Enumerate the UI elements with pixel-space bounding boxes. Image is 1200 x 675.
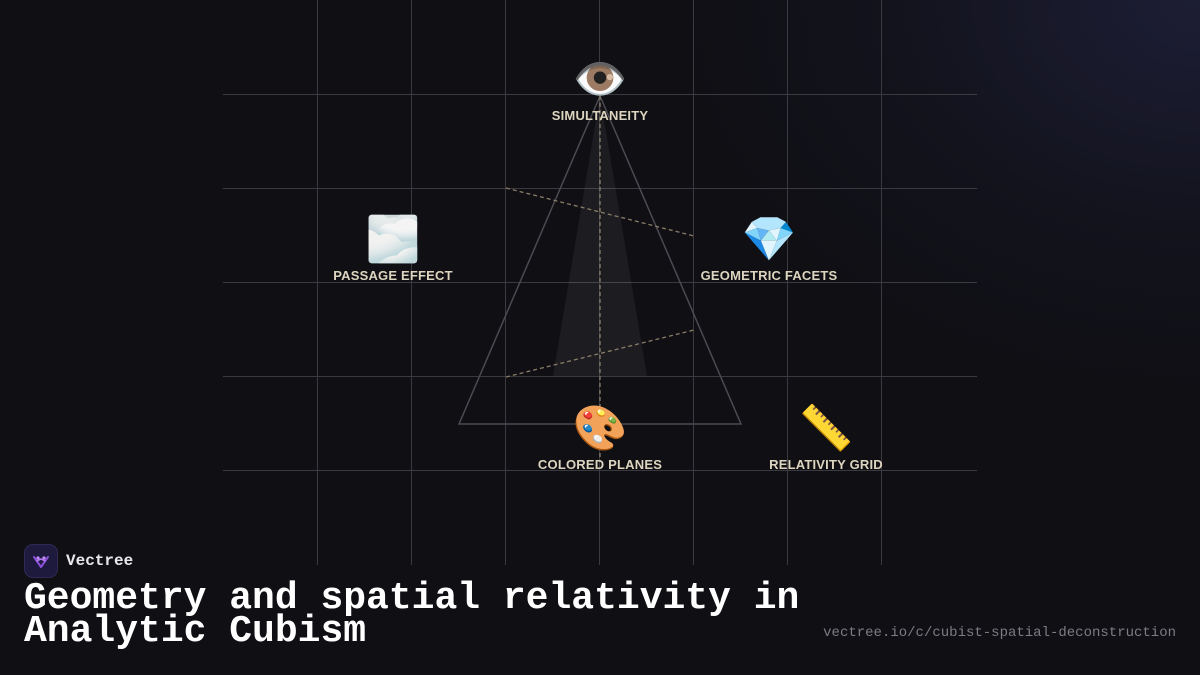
node-label: GEOMETRIC FACETS	[700, 268, 838, 283]
node-simultaneity: 👁️ SIMULTANEITY	[500, 54, 700, 123]
node-label: COLORED PLANES	[537, 457, 663, 472]
outer-triangle	[457, 94, 743, 425]
node-geometric-facets: 💎 GEOMETRIC FACETS	[669, 214, 869, 283]
node-passage-effect: 🌫️ PASSAGE EFFECT	[293, 214, 493, 283]
node-label: PASSAGE EFFECT	[333, 268, 453, 283]
node-label: SIMULTANEITY	[551, 108, 649, 123]
node-label: RELATIVITY GRID	[769, 457, 883, 472]
eye-icon: 👁️	[572, 54, 628, 105]
node-relativity-grid: 📏 RELATIVITY GRID	[726, 403, 926, 472]
page-title: Geometry and spatial relativity in Analy…	[24, 577, 800, 653]
brand: Vectree	[24, 544, 133, 578]
ruler-icon: 📏	[798, 403, 854, 454]
gem-icon: 💎	[741, 214, 797, 265]
palette-icon: 🎨	[572, 403, 628, 454]
dashed-line-lower	[505, 329, 695, 378]
source-url: vectree.io/c/cubist-spatial-deconstructi…	[823, 625, 1176, 641]
node-colored-planes: 🎨 COLORED PLANES	[500, 403, 700, 472]
dashed-line-upper	[505, 187, 695, 237]
fog-icon: 🌫️	[365, 214, 421, 265]
vectree-logo-icon	[24, 544, 58, 578]
brand-name: Vectree	[66, 552, 134, 570]
